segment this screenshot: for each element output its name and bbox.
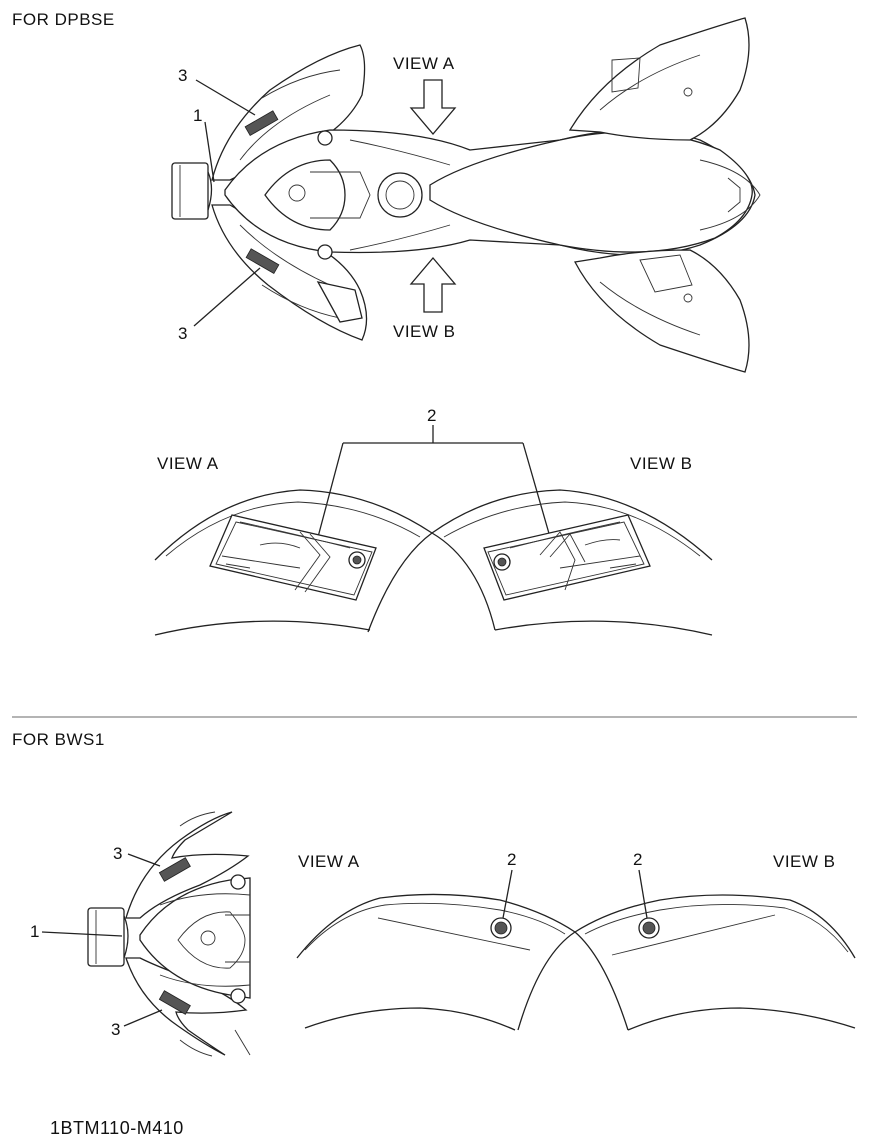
- callout-3-bws-lower: 3: [111, 1020, 121, 1039]
- callout-2-bws-a: 2: [507, 850, 517, 869]
- footer-code: 1BTM110-M410: [50, 1118, 184, 1138]
- view-b-arrow: [409, 256, 457, 313]
- section-title-dpbse: FOR DPBSE: [12, 10, 115, 29]
- detail-view-b-label: VIEW B: [630, 454, 693, 473]
- callout-2-bws-b: 2: [633, 850, 643, 869]
- bws-partial-top-view: [41, 811, 251, 1057]
- detail-view-a-label: VIEW A: [157, 454, 219, 473]
- atv-top-view: [171, 17, 761, 373]
- bws-detail-views: [296, 869, 856, 1031]
- callout-1-bws: 1: [30, 922, 40, 941]
- callout-1: 1: [193, 106, 203, 125]
- section-title-bws1: FOR BWS1: [12, 730, 105, 749]
- callout-3-bws-upper: 3: [113, 844, 123, 863]
- view-a-arrow: [409, 79, 457, 136]
- top-view-a-label: VIEW A: [393, 54, 455, 73]
- callout-3-upper: 3: [178, 66, 188, 85]
- detail-views-top: [154, 425, 713, 636]
- bws-view-b-label: VIEW B: [773, 852, 836, 871]
- callout-3-lower: 3: [178, 324, 188, 343]
- callout-2-top: 2: [427, 406, 437, 425]
- top-view-b-label: VIEW B: [393, 322, 456, 341]
- bws-view-a-label: VIEW A: [298, 852, 360, 871]
